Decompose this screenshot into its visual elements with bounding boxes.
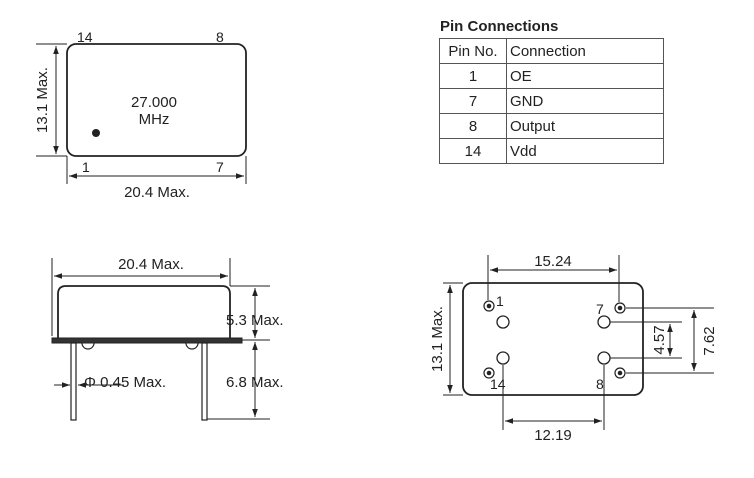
pin-connections-title: Pin Connections [440, 18, 559, 35]
side-view-base [51, 337, 243, 344]
table-row: 7 GND [439, 88, 664, 114]
pin-connection: OE [506, 63, 664, 89]
bottom-view-body [462, 282, 644, 396]
bottom-pin-7-label: 7 [596, 301, 604, 317]
lead-left [70, 342, 77, 421]
bottom-pin-8-label: 8 [596, 376, 604, 392]
frequency-value: 27.000 [131, 94, 177, 111]
table-row: 14 Vdd [439, 138, 664, 164]
pin-connection: GND [506, 88, 664, 114]
standoff-right [185, 342, 199, 350]
pin-1-mark [483, 300, 495, 312]
header-connection: Connection [506, 38, 664, 64]
pin-connection: Output [506, 113, 664, 139]
pin1-indicator-dot [92, 129, 100, 137]
top-pitch-label: 15.24 [534, 253, 572, 270]
top-width-label: 20.4 Max. [124, 184, 190, 201]
pin-connections-table: Pin No. Connection 1 OE 7 GND 8 Output 1… [439, 38, 664, 164]
bottom-pin-14-label: 14 [490, 376, 506, 392]
table-row: 1 OE [439, 63, 664, 89]
top-view [36, 43, 247, 184]
bottom-pitch-label: 12.19 [534, 427, 572, 444]
table-header-row: Pin No. Connection [439, 38, 664, 64]
side-view [51, 258, 270, 421]
side-view-body [57, 285, 231, 338]
top-pin-8-label: 8 [216, 29, 224, 45]
lead-right [201, 342, 208, 421]
standoff-left [81, 342, 95, 350]
spacing-small-label: 4.57 [651, 325, 668, 354]
pin-number: 8 [439, 113, 507, 139]
table-row: 8 Output [439, 113, 664, 139]
bottom-pin-1-label: 1 [496, 293, 504, 309]
lead-diameter-label: Φ 0.45 Max. [84, 374, 166, 391]
bottom-view [443, 255, 714, 430]
header-pin-no: Pin No. [439, 38, 507, 64]
top-pin-7-label: 7 [216, 159, 224, 175]
side-width-label: 20.4 Max. [118, 256, 184, 273]
spacing-large-label: 7.62 [701, 326, 718, 355]
pin-8-mark [614, 367, 626, 379]
pin-14-mark [483, 367, 495, 379]
pad-top-left [496, 315, 510, 329]
lead-length-label: 6.8 Max. [226, 374, 284, 391]
frequency-unit: MHz [139, 111, 170, 128]
pin-7-mark [614, 302, 626, 314]
pin-number: 14 [439, 138, 507, 164]
pin-connections: Pin Connections Pin No. Connection 1 OE … [439, 18, 664, 164]
pin-connection: Vdd [506, 138, 664, 164]
pad-bottom-left [496, 351, 510, 365]
top-pin-1-label: 1 [82, 159, 90, 175]
top-pin-14-label: 14 [77, 29, 93, 45]
pin-number: 7 [439, 88, 507, 114]
pad-top-right [597, 315, 611, 329]
body-height-label: 5.3 Max. [226, 312, 284, 329]
pin-number: 1 [439, 63, 507, 89]
pad-bottom-right [597, 351, 611, 365]
top-view-body [66, 43, 247, 157]
top-height-label: 13.1 Max. [34, 67, 51, 133]
bottom-height-label: 13.1 Max. [429, 306, 446, 372]
